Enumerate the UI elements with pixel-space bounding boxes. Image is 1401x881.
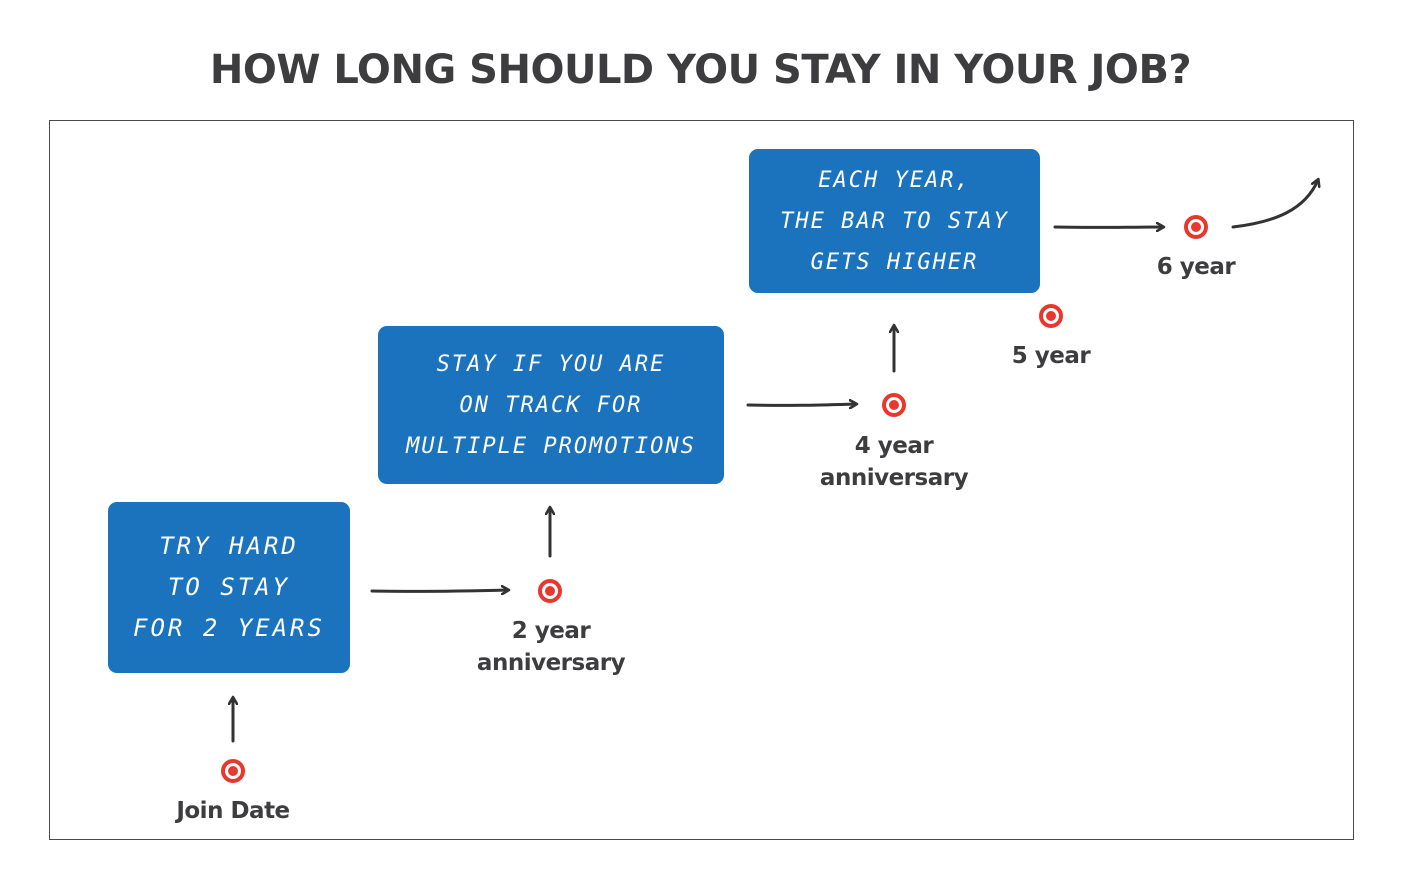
milestone-label-2-year: 2 year anniversary: [476, 615, 626, 679]
milestone-label-6-year: 6 year: [1156, 251, 1236, 283]
box-line: Stay if you are: [436, 351, 666, 377]
milestone-label-join-date: Join Date: [176, 795, 290, 827]
diagram-frame: [49, 120, 1354, 840]
box-line: the bar to stay: [780, 208, 1009, 234]
arrow-right-icon: [746, 404, 856, 405]
milestone-label-5-year: 5 year: [1011, 340, 1091, 372]
box-line: on track for: [459, 392, 643, 418]
milestone-label-line: anniversary: [476, 650, 626, 676]
milestone-label-line: 4 year: [854, 433, 934, 459]
target-dot-icon: [221, 759, 245, 783]
milestone-label-line: Join Date: [176, 798, 290, 824]
box-line: multiple Promotions: [406, 433, 696, 459]
box-line: Each year,: [818, 167, 971, 193]
target-dot-icon: [538, 579, 562, 603]
box-line: to stay: [167, 573, 291, 601]
milestone-label-4-year: 4 year anniversary: [819, 430, 969, 494]
arrow-right-icon: [370, 590, 508, 591]
milestone-label-line: 5 year: [1011, 343, 1091, 369]
arrow-curve-icon: [1231, 180, 1318, 229]
advice-box-try-hard: Try hard to stay for 2 years: [108, 502, 350, 673]
advice-box-stay-if-on-track: Stay if you are on track for multiple Pr…: [378, 326, 724, 484]
target-dot-icon: [1039, 304, 1063, 328]
target-dot-icon: [882, 393, 906, 417]
target-dot-icon: [1184, 215, 1208, 239]
milestone-label-line: anniversary: [819, 465, 969, 491]
milestone-label-line: 6 year: [1156, 254, 1236, 280]
box-line: Try hard: [159, 532, 299, 560]
advice-box-bar-gets-higher: Each year, the bar to stay gets higher: [749, 149, 1040, 293]
box-line: for 2 years: [133, 614, 325, 642]
box-line: gets higher: [810, 249, 979, 275]
milestone-label-line: 2 year: [511, 618, 591, 644]
page-title: HOW LONG SHOULD YOU STAY IN YOUR JOB?: [209, 47, 1192, 93]
